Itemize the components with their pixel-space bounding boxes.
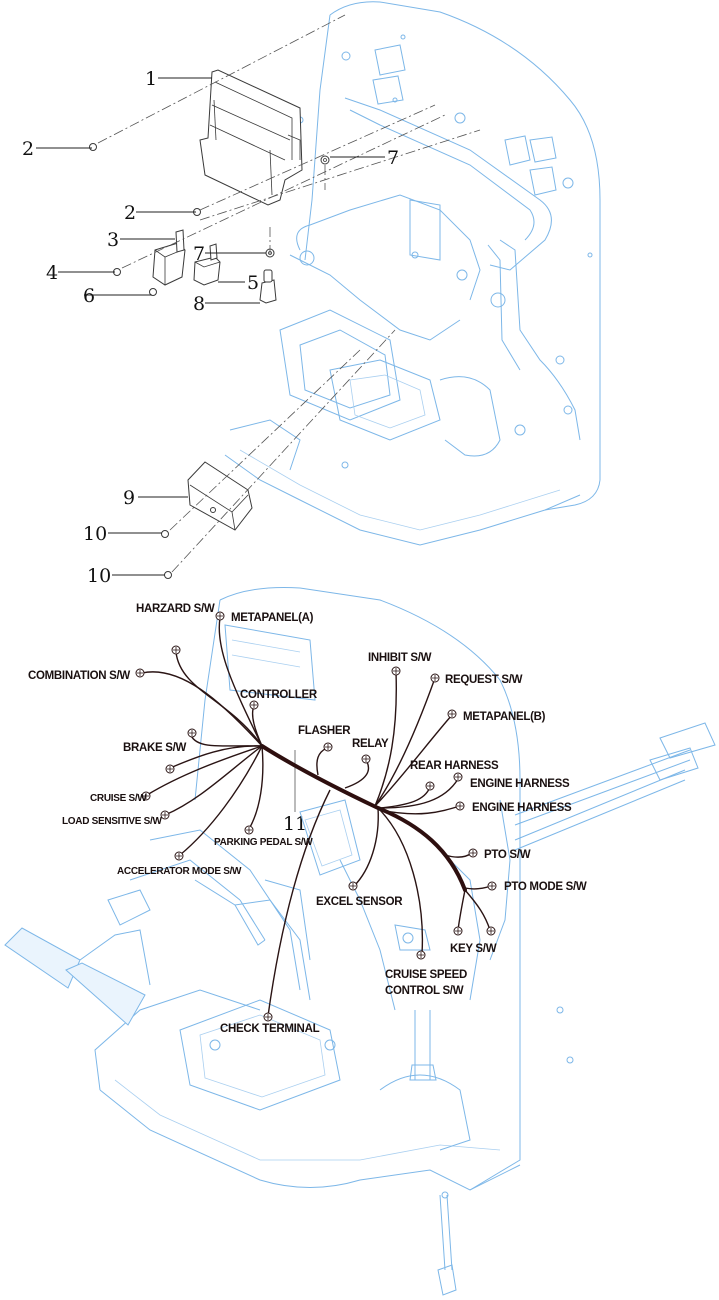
wire-relay [344,759,370,789]
label-relay: RELAY [352,738,389,750]
connector-mark-brake [189,730,195,736]
label-controller: CONTROLLER [240,689,318,701]
connector-mark-harzard [173,647,179,653]
label-inhibit-sw: INHIBIT S/W [368,652,432,664]
callout-10: 10 [87,565,111,587]
wire-request [374,677,436,807]
wire-metapanel-b [374,714,453,807]
connector-mark-combination [137,670,143,676]
module-box [187,461,253,531]
wiring-harness [135,611,497,1022]
connector-mark-pto-mode [489,883,495,889]
callout-10: 10 [83,523,107,545]
callout-leaders [36,77,385,812]
callout-1: 1 [145,68,157,90]
callout-3: 3 [107,229,119,251]
label-cruise-sw: CRUISE S/W [90,793,147,804]
connector-mark-accel [176,853,182,859]
wire-pto [444,852,473,858]
connector-mark-key-2 [488,928,494,934]
callout-7: 7 [387,147,399,169]
callout-5: 5 [247,272,259,294]
connector-mark-flasher [325,744,331,750]
connector-mark-metapanel-a [217,613,223,619]
label-pto-mode-sw: PTO MODE S/W [504,881,587,893]
relay-unit [193,243,221,286]
callout-11: 11 [283,813,307,835]
wire-rear [379,786,431,809]
callout-2: 2 [22,138,34,160]
connector-mark-relay [363,756,369,762]
callout-6: 6 [83,285,95,307]
connector-mark-key-1 [455,928,461,934]
wire-load [164,745,263,816]
wire-harzard [175,651,263,747]
label-check-terminal: CHECK TERMINAL [220,1023,320,1035]
wire-parking [248,745,264,830]
wire-key-1 [457,889,466,931]
connector-mark-excel [350,883,356,889]
sensor-part [259,269,277,304]
connector-mark-engine-2 [457,803,463,809]
connector-mark-engine-1 [455,774,461,780]
wire-cruise-speed [377,807,424,955]
wire-cruise [146,745,263,796]
wire-engine-2 [379,805,461,815]
connector-mark-inhibit [393,668,399,674]
connector-mark-check [265,1014,271,1020]
wire-inhibit [374,671,397,807]
assembly-dash-lines [97,14,481,573]
connector-mark-cruise [143,793,149,799]
label-accelerator-mode-sw: ACCELERATOR MODE S/W [117,866,242,877]
label-pto-sw: PTO S/W [484,849,531,861]
callout-8: 8 [193,293,205,315]
label-brake-sw: BRAKE S/W [123,742,187,754]
wire-brake-2 [169,745,263,769]
label-combination-sw: COMBINATION S/W [28,670,130,682]
wire-combination [141,671,263,747]
wire-metapanel-a [218,617,263,747]
wire-pto-mode [464,885,492,890]
wire-excel [353,807,379,887]
label-control-sw: CONTROL S/W [385,985,464,997]
label-excel-sensor: EXCEL SENSOR [316,896,403,908]
label-cruise-speed: CRUISE SPEED [385,969,467,981]
lower-panel-frame [4,587,716,1296]
label-engine-harness-1: ENGINE HARNESS [470,778,570,790]
connector-mark-pto [470,850,476,856]
label-engine-harness-2: ENGINE HARNESS [472,802,572,814]
wire-engine-1 [379,778,459,809]
wire-flasher [316,747,328,776]
connector-mark-request [432,675,438,681]
callout-9: 9 [123,487,135,509]
connector-mark-metapanel-b [449,711,455,717]
connector-mark-brake-2 [167,766,173,772]
upper-panel-frame [224,1,601,546]
connector-mark-load [162,812,168,818]
label-metapanel-a: METAPANEL(A) [231,612,314,624]
label-metapanel-b: METAPANEL(B) [463,711,546,723]
label-key-sw: KEY S/W [450,943,497,955]
controller-unit [199,69,303,206]
flasher-relay-unit [152,229,186,286]
label-request-sw: REQUEST S/W [445,674,523,686]
part-callout-numbers: 1 2 2 3 4 5 6 7 7 8 9 10 10 11 [22,68,399,835]
wire-accel [179,745,263,856]
wire-key-2 [464,889,491,931]
label-parking-pedal-sw: PARKING PEDAL S/W [214,837,313,848]
callout-2: 2 [124,202,136,224]
harness-connector-labels: HARZARD S/W METAPANEL(A) COMBINATION S/W… [28,603,587,1035]
label-rear-harness: REAR HARNESS [410,760,499,772]
connector-mark-controller [251,702,257,708]
label-load-sensitive-sw: LOAD SENSITIVE S/W [62,816,162,827]
callout-4: 4 [46,262,58,284]
wire-check [267,789,331,1017]
label-harzard-sw: HARZARD S/W [136,603,215,615]
connector-mark-parking [246,827,252,833]
label-flasher: FLASHER [298,725,351,737]
connector-mark-rear [427,783,433,789]
callout-7: 7 [193,243,205,265]
connector-mark-cruise-speed [418,952,424,958]
